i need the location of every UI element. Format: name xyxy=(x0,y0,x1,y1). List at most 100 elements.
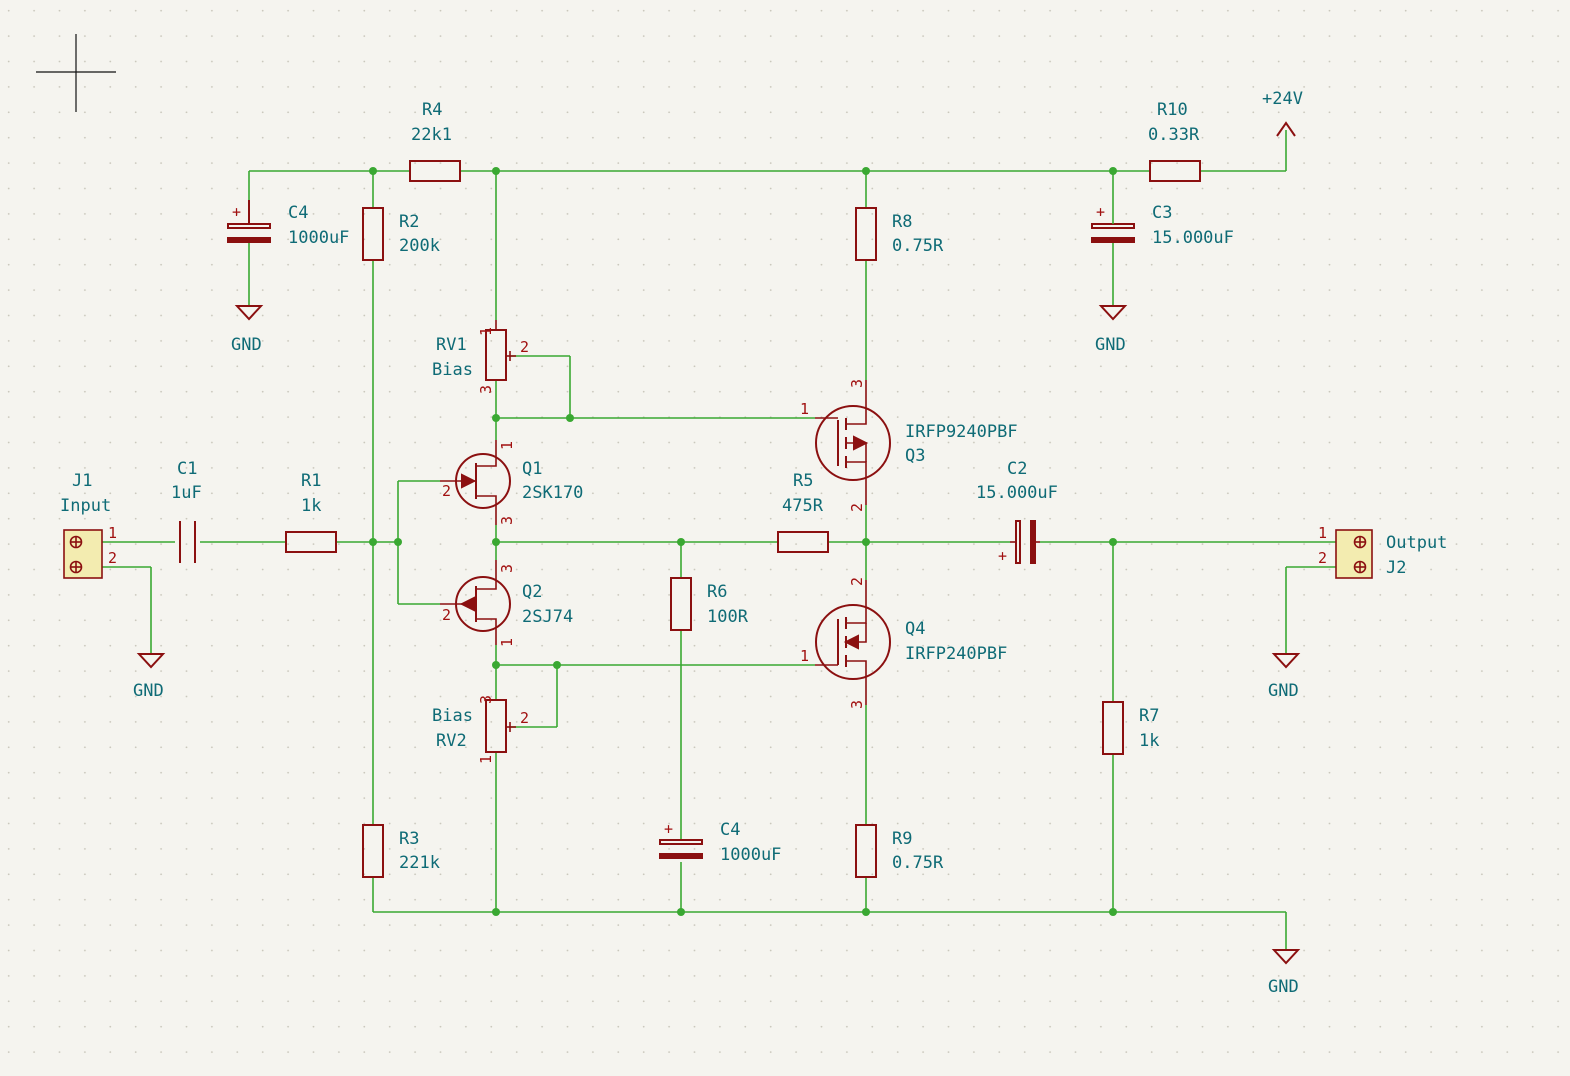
jfet-q1[interactable]: 1 2 3 Q1 2SK170 xyxy=(440,440,583,525)
resistor-r5[interactable]: R5 475R xyxy=(777,471,829,553)
pin-number: 1 xyxy=(800,647,809,665)
resistor-r4[interactable]: R4 22k1 xyxy=(409,100,461,182)
pin-number: 1 xyxy=(108,524,117,542)
pin-number: 1 xyxy=(1318,524,1327,542)
pin-number: 2 xyxy=(848,503,866,512)
gnd-label: GND xyxy=(231,335,262,355)
resistor-r10[interactable]: R10 0.33R xyxy=(1148,100,1201,182)
r9-value: 0.75R xyxy=(892,853,944,873)
q2-value: 2SJ74 xyxy=(522,607,573,627)
r10-ref: R10 xyxy=(1157,100,1188,120)
j1-value: Input xyxy=(60,496,111,516)
vcc-arrow-icon[interactable] xyxy=(1276,121,1296,137)
r2-value: 200k xyxy=(399,236,440,256)
crosshair-cursor-icon xyxy=(36,34,116,112)
r7-ref: R7 xyxy=(1139,706,1159,726)
j2-value: Output xyxy=(1386,533,1447,553)
c4-value: 1000uF xyxy=(288,228,349,248)
j1-ref: J1 xyxy=(72,471,92,491)
mosfet-q3[interactable]: 1 3 2 IRFP9240PBF Q3 xyxy=(800,379,1018,512)
plus-sign: + xyxy=(998,547,1007,565)
r8-value: 0.75R xyxy=(892,236,944,256)
gnd-symbol-c3[interactable]: GND xyxy=(1095,305,1128,355)
vcc-label: +24V xyxy=(1262,89,1303,109)
r6-value: 100R xyxy=(707,607,749,627)
pin-number: 2 xyxy=(848,577,866,586)
q1-ref: Q1 xyxy=(522,459,542,479)
pin-number: 3 xyxy=(498,564,516,573)
pin-number: 1 xyxy=(477,755,495,764)
c4-ref: C4 xyxy=(288,203,308,223)
c3-ref: C3 xyxy=(1152,203,1172,223)
q4-value: IRFP240PBF xyxy=(905,644,1007,664)
gnd-symbol-c4a[interactable]: GND xyxy=(231,305,264,355)
gnd-label: GND xyxy=(1268,681,1299,701)
r1-ref: R1 xyxy=(301,471,321,491)
pin-number: 2 xyxy=(520,709,529,727)
r3-value: 221k xyxy=(399,853,440,873)
q3-value: IRFP9240PBF xyxy=(905,422,1018,442)
pin-number: 1 xyxy=(477,327,495,336)
pin-number: 3 xyxy=(848,700,866,709)
c1-ref: C1 xyxy=(177,459,197,479)
rv1-ref: RV1 xyxy=(436,335,467,355)
r6-ref: R6 xyxy=(707,582,727,602)
mosfet-q4[interactable]: 1 2 3 Q4 IRFP240PBF xyxy=(800,577,1007,709)
connector-j2[interactable]: 1 2 Output J2 xyxy=(1318,524,1447,579)
resistor-r9[interactable]: R9 0.75R xyxy=(855,824,944,878)
gnd-label: GND xyxy=(133,681,164,701)
gnd-symbol-j1[interactable]: GND xyxy=(133,653,166,701)
q1-value: 2SK170 xyxy=(522,483,583,503)
trimmer-rv1[interactable]: 1 2 3 RV1 Bias xyxy=(432,320,529,394)
c1-value: 1uF xyxy=(171,483,202,503)
capacitor-c4-bottom[interactable]: + C4 1000uF xyxy=(659,820,781,865)
plus-sign: + xyxy=(1096,203,1105,221)
c4-ref: C4 xyxy=(720,820,740,840)
q3-ref: Q3 xyxy=(905,446,925,466)
pin-number: 1 xyxy=(498,441,516,450)
rv2-ref: RV2 xyxy=(436,731,467,751)
pin-number: 3 xyxy=(498,516,516,525)
gnd-symbol-j2[interactable]: GND xyxy=(1268,653,1301,701)
pin-number: 3 xyxy=(477,695,495,704)
q4-ref: Q4 xyxy=(905,619,925,639)
trimmer-rv2[interactable]: 3 2 1 Bias RV2 xyxy=(432,695,529,764)
capacitor-c1[interactable]: C1 1uF xyxy=(171,459,202,563)
connector-j1[interactable]: 1 2 J1 Input xyxy=(60,471,117,579)
r2-ref: R2 xyxy=(399,212,419,232)
resistor-r2[interactable]: R2 200k xyxy=(362,207,440,261)
resistor-r6[interactable]: R6 100R xyxy=(670,577,749,631)
pin-number: 1 xyxy=(800,400,809,418)
c2-value: 15.000uF xyxy=(976,483,1058,503)
jfet-q2[interactable]: 3 2 1 Q2 2SJ74 xyxy=(440,560,573,647)
pin-number: 2 xyxy=(442,482,451,500)
r4-ref: R4 xyxy=(422,100,442,120)
resistor-r8[interactable]: R8 0.75R xyxy=(855,207,944,261)
q2-ref: Q2 xyxy=(522,582,542,602)
rv2-value: Bias xyxy=(432,706,473,726)
r7-value: 1k xyxy=(1139,731,1159,751)
resistor-r3[interactable]: R3 221k xyxy=(362,824,440,878)
c3-value: 15.000uF xyxy=(1152,228,1234,248)
pin-number: 1 xyxy=(498,638,516,647)
gnd-symbol-main[interactable]: GND xyxy=(1268,949,1301,997)
r5-ref: R5 xyxy=(793,471,813,491)
capacitor-c2[interactable]: + C2 15.000uF xyxy=(976,459,1058,565)
capacitor-c4-top[interactable]: + C4 1000uF xyxy=(227,200,349,248)
gnd-label: GND xyxy=(1268,977,1299,997)
wires xyxy=(102,130,1340,950)
plus-sign: + xyxy=(232,203,241,221)
pin-number: 3 xyxy=(477,385,495,394)
capacitor-c3[interactable]: + C3 15.000uF xyxy=(1091,200,1234,248)
gnd-label: GND xyxy=(1095,335,1126,355)
r10-value: 0.33R xyxy=(1148,125,1200,145)
resistor-r7[interactable]: R7 1k xyxy=(1102,701,1159,755)
c2-ref: C2 xyxy=(1007,459,1027,479)
resistor-r1[interactable]: R1 1k xyxy=(285,471,337,553)
r9-ref: R9 xyxy=(892,829,912,849)
pin-number: 2 xyxy=(108,549,117,567)
pin-number: 2 xyxy=(1318,549,1327,567)
rv1-value: Bias xyxy=(432,360,473,380)
